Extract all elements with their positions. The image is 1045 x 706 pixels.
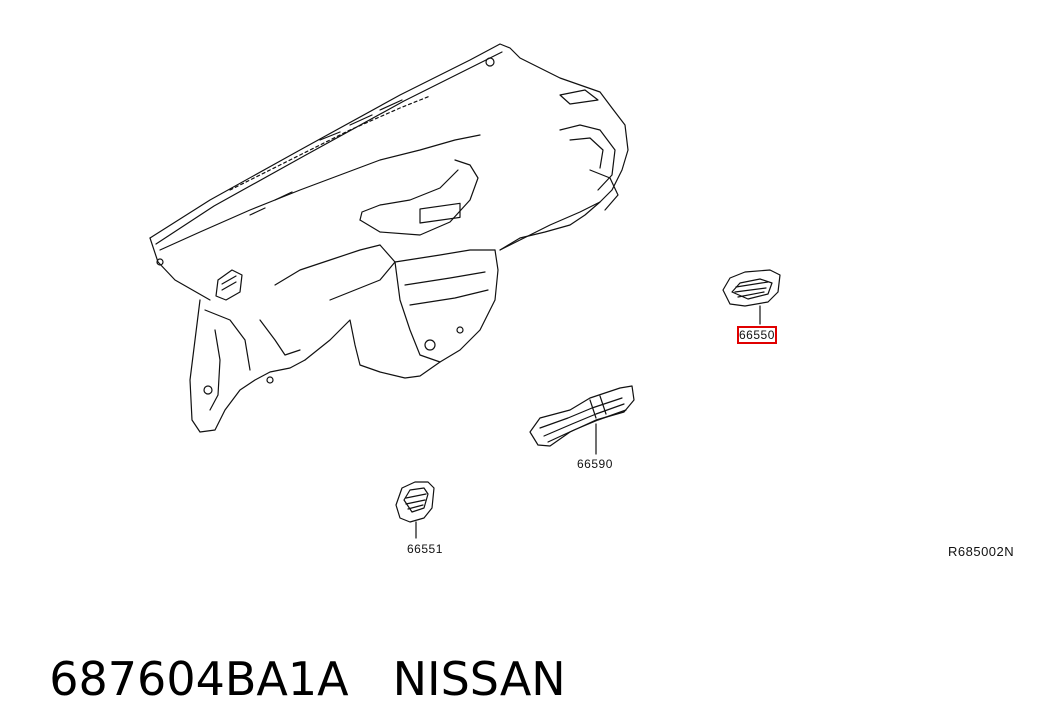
brand-name: NISSAN — [392, 652, 566, 706]
side-vent-left — [395, 481, 435, 539]
callout-66590[interactable]: 66590 — [577, 457, 613, 471]
part-number: 687604BA1A — [49, 652, 349, 706]
instrument-panel-assembly — [149, 43, 629, 433]
diagram-reference-code: R685002N — [948, 544, 1015, 559]
callout-66550[interactable]: 66550 — [737, 326, 777, 344]
center-vent — [529, 385, 635, 455]
side-vent-right — [722, 269, 781, 325]
part-caption: 687604BA1A NISSAN — [20, 598, 566, 706]
callout-66551[interactable]: 66551 — [407, 542, 443, 556]
dashboard-parts-diagram — [149, 43, 781, 539]
